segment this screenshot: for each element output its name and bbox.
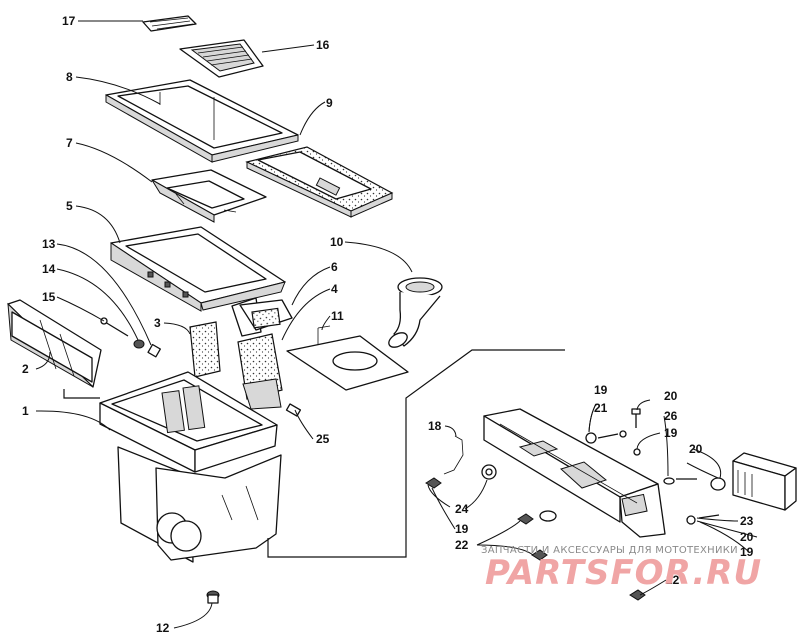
callout-1: 1	[22, 404, 29, 418]
part-2-side-panel	[7, 299, 102, 388]
callout-14: 14	[42, 262, 56, 276]
callout-23: 23	[740, 514, 754, 528]
watermark-tagline: ЗАПЧАСТИ И АКСЕССУАРЫ ДЛЯ МОТОТЕХНИКИ	[481, 545, 738, 556]
callout-10: 10	[330, 235, 344, 249]
callout-labels: 17 16 8 9 7 5 13 10 6 14 4 15 11 3 2 1 2…	[22, 14, 754, 635]
callout-22-b: 22	[666, 573, 680, 587]
intake-duct-assembly	[483, 408, 666, 538]
hardware-set	[425, 408, 726, 601]
part-12-drain-cap	[206, 590, 220, 604]
callout-21: 21	[594, 401, 608, 415]
callout-26: 26	[664, 409, 678, 423]
callout-20-a: 20	[664, 389, 678, 403]
part-8-frame-tray	[105, 79, 299, 163]
part-1-lower-airbox	[99, 371, 282, 563]
part-25-bolt	[285, 403, 302, 417]
part-10-elbow-duct	[388, 277, 443, 348]
part-11-mount-plate	[286, 325, 409, 391]
callout-15: 15	[42, 290, 56, 304]
callout-22-a: 22	[455, 538, 469, 552]
part-7-baffle	[151, 169, 267, 223]
callout-25: 25	[316, 432, 330, 446]
callout-19-a: 19	[594, 383, 608, 397]
callout-7: 7	[66, 136, 73, 150]
part-9-filter-mat	[245, 146, 394, 218]
part-15-screw	[100, 317, 129, 337]
callout-2: 2	[22, 362, 29, 376]
part-6-gasket-block	[239, 299, 293, 331]
callout-13: 13	[42, 237, 56, 251]
callout-19-d: 19	[740, 545, 754, 559]
part-16-grille-cover	[179, 39, 264, 78]
part-13-spacer	[147, 343, 161, 358]
callout-18: 18	[428, 419, 442, 433]
callout-19-b: 19	[664, 426, 678, 440]
callout-16: 16	[316, 38, 330, 52]
part-23-filter	[732, 452, 797, 511]
callout-5: 5	[66, 199, 73, 213]
part-18-rod	[443, 435, 464, 475]
callout-6: 6	[331, 260, 338, 274]
assembly-boundary-lines	[63, 349, 565, 558]
callout-20-b: 20	[689, 442, 703, 456]
callout-19-c: 19	[455, 522, 469, 536]
callout-24: 24	[455, 502, 469, 516]
leader-lines	[35, 20, 758, 629]
part-17-plate	[142, 15, 197, 32]
watermark-site-logo: PARTSFOR.RU	[485, 553, 762, 593]
callout-8: 8	[66, 70, 73, 84]
watermark: ЗАПЧАСТИ И АКСЕССУАРЫ ДЛЯ МОТОТЕХНИКИ PA…	[481, 545, 762, 593]
part-14-washer	[133, 339, 145, 349]
callout-4: 4	[331, 282, 338, 296]
callout-11: 11	[331, 309, 344, 323]
callout-17: 17	[62, 14, 76, 28]
part-4-foam	[237, 333, 283, 410]
callout-20-c: 20	[740, 530, 754, 544]
part-3-foam	[189, 321, 221, 378]
part-5-intake-top	[110, 226, 286, 337]
callout-3: 3	[154, 316, 161, 330]
callout-9: 9	[326, 96, 333, 110]
callout-12: 12	[156, 621, 170, 635]
